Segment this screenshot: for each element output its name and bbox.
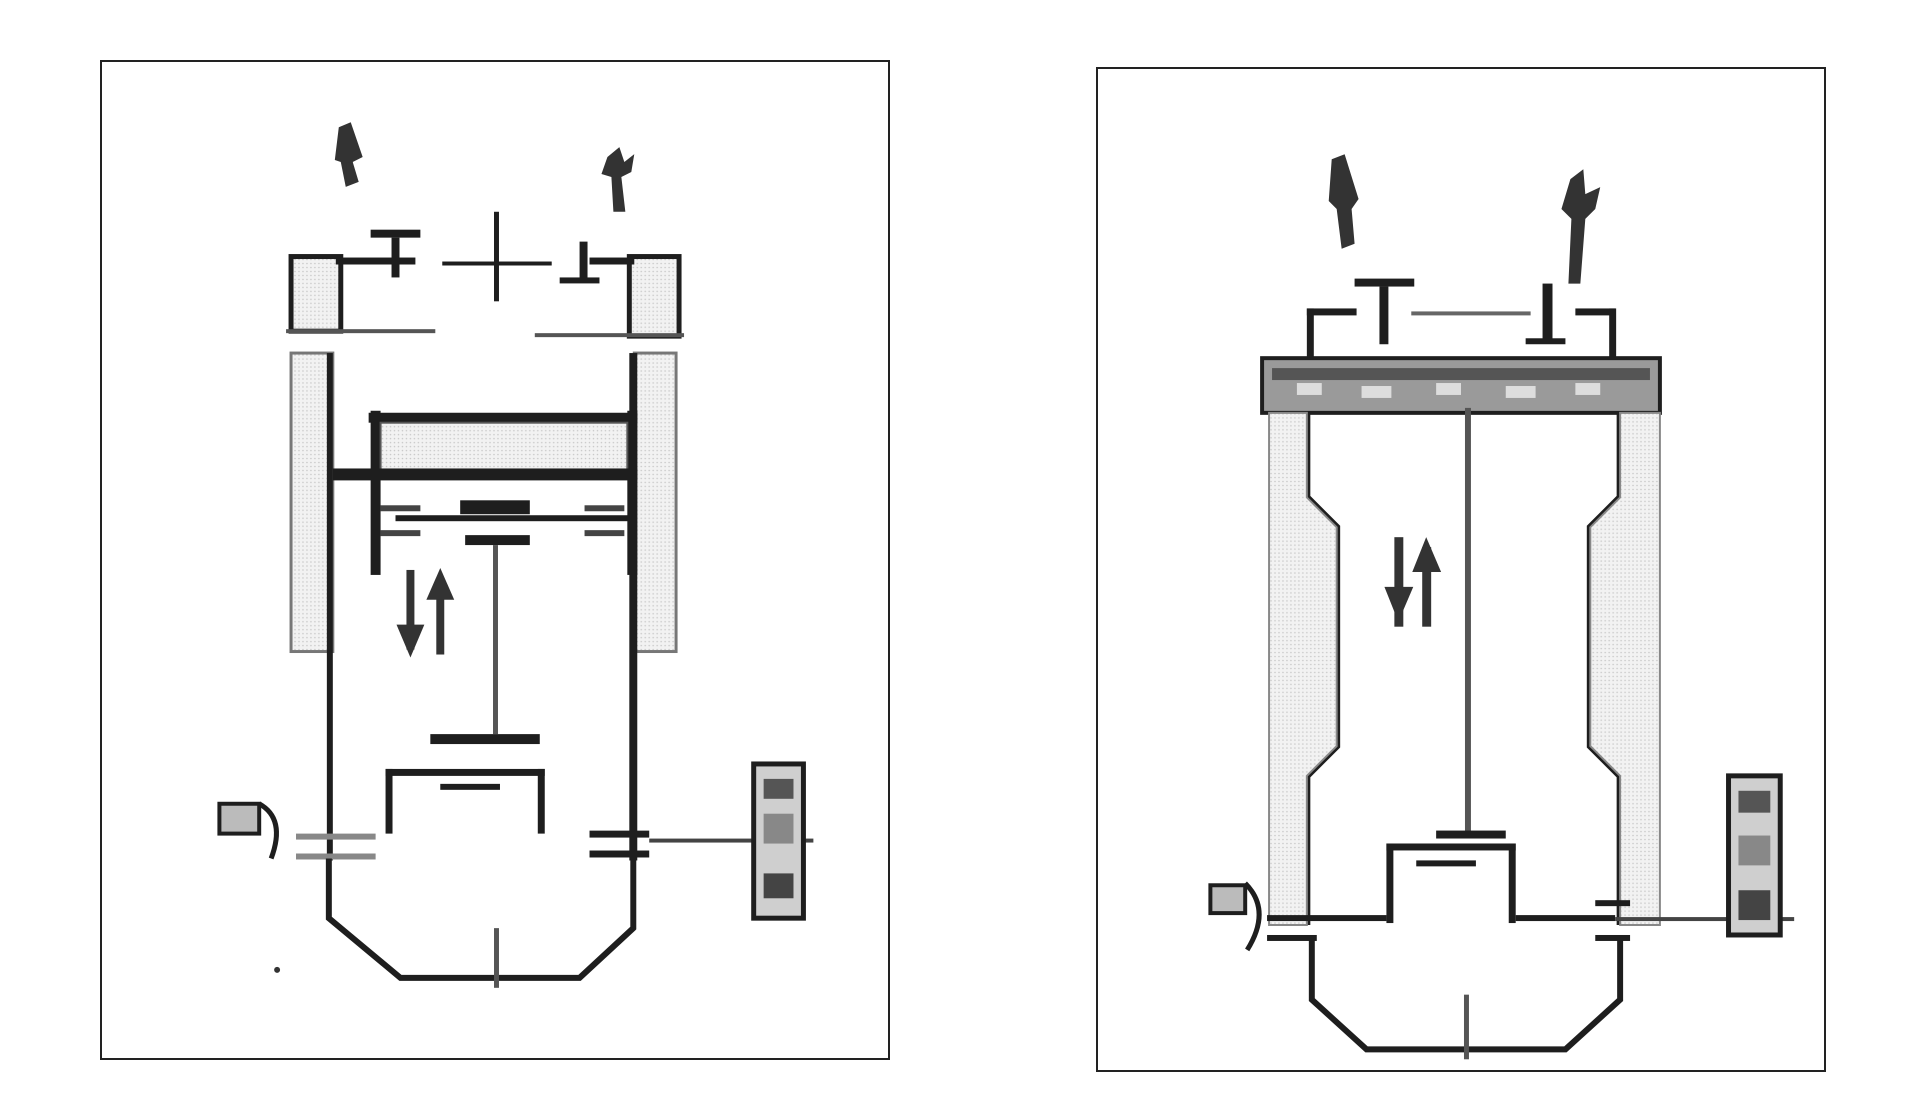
piston-up-arrow-icon [1412,537,1442,627]
left-engine-svg [217,122,814,988]
connecting-rod [493,545,498,735]
exhaust-valve [559,241,600,284]
right-engine-svg [1208,154,1795,1060]
left-engine-diagram [100,60,890,1060]
stray-dot [274,966,281,973]
piston-down-arrow-icon [1384,537,1414,627]
connecting-rod [1464,407,1471,836]
cylinder-liner [1268,411,1661,927]
cylinder-wall-left [289,351,335,861]
pulley-left-icon [1208,881,1262,952]
piston [332,410,638,575]
pulley-left-icon [217,801,279,860]
piston-up-arrow-icon [426,567,455,655]
intake-arrow-icon [1328,154,1359,249]
exhaust-arrow-icon [601,147,635,212]
cylinder-head [1306,308,1617,364]
right-engine-diagram [1096,67,1826,1072]
crank-throw [1386,843,1516,924]
intake-valve [370,229,421,278]
intake-valve [1354,278,1415,345]
crank-throw [385,768,545,834]
exhaust-arrow-icon [1561,169,1601,284]
piston-down-arrow-icon [396,569,425,658]
flywheel [1726,773,1783,938]
flywheel [751,761,806,921]
cooling-jacket [1260,356,1662,415]
crank-pin [1436,830,1506,839]
spark-plug [1411,311,1531,316]
crankshaft [296,830,814,860]
crankcase [325,858,637,988]
crank-pin [430,734,540,745]
spark-plug [442,211,552,302]
crankshaft [1267,900,1795,941]
crankcase [1308,939,1624,1060]
intake-arrow-icon [334,122,363,187]
exhaust-valve [1525,283,1566,345]
cylinder-head [286,254,685,339]
